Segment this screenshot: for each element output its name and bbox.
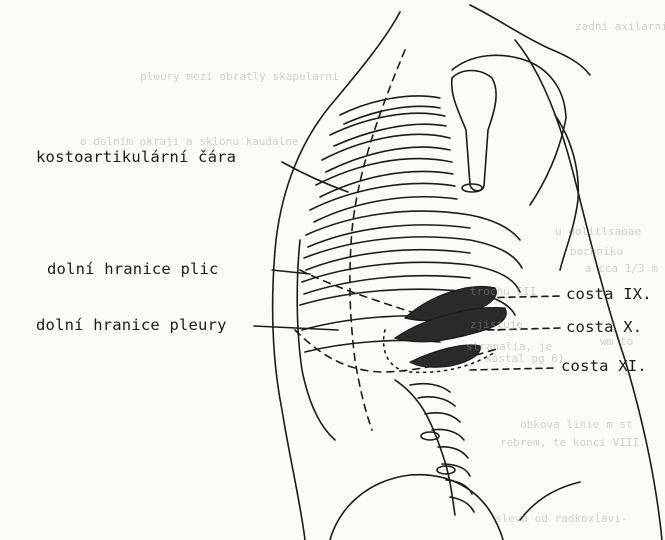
pelvis [330,475,503,540]
bleed-text: trochu CII [470,285,536,298]
label-pleury: dolní hranice pleury [36,316,227,334]
neck-outline [470,5,590,75]
inner-contour [297,240,335,440]
bleed-text: a cca 1/3 m [585,262,658,275]
bleed-text: wm to [600,335,633,348]
bleed-text: zadni axilarni [575,20,665,33]
bleed-text: bochniku [570,245,623,258]
leader-costa-xi [470,368,556,370]
bleed-text: o dolnim okraji a sklonu kaudalne [80,135,299,148]
bleed-text: rebrem, te konci VIII. [500,436,646,449]
bleed-text: kostal pg 6) [485,352,564,365]
bleed-text: pleury mezi obratly skapularni [140,70,339,83]
humerus [452,71,496,191]
label-costa-x: costa X. [566,318,642,336]
label-costa-xi: costa XI. [561,357,647,375]
bleed-text: zjistuje [470,318,523,331]
label-plic: dolní hranice plic [47,260,219,278]
label-kostoartikularni: kostoartikulární čára [36,148,236,166]
bleed-text: u dolitlsaoae [555,225,641,238]
bleed-text: sleva od radkoxlavi- [495,512,627,525]
body-outline [273,12,400,540]
label-costa-ix: costa IX. [566,285,652,303]
leader-pleury [254,326,338,330]
bleed-text: obkova linie m st [520,418,633,431]
